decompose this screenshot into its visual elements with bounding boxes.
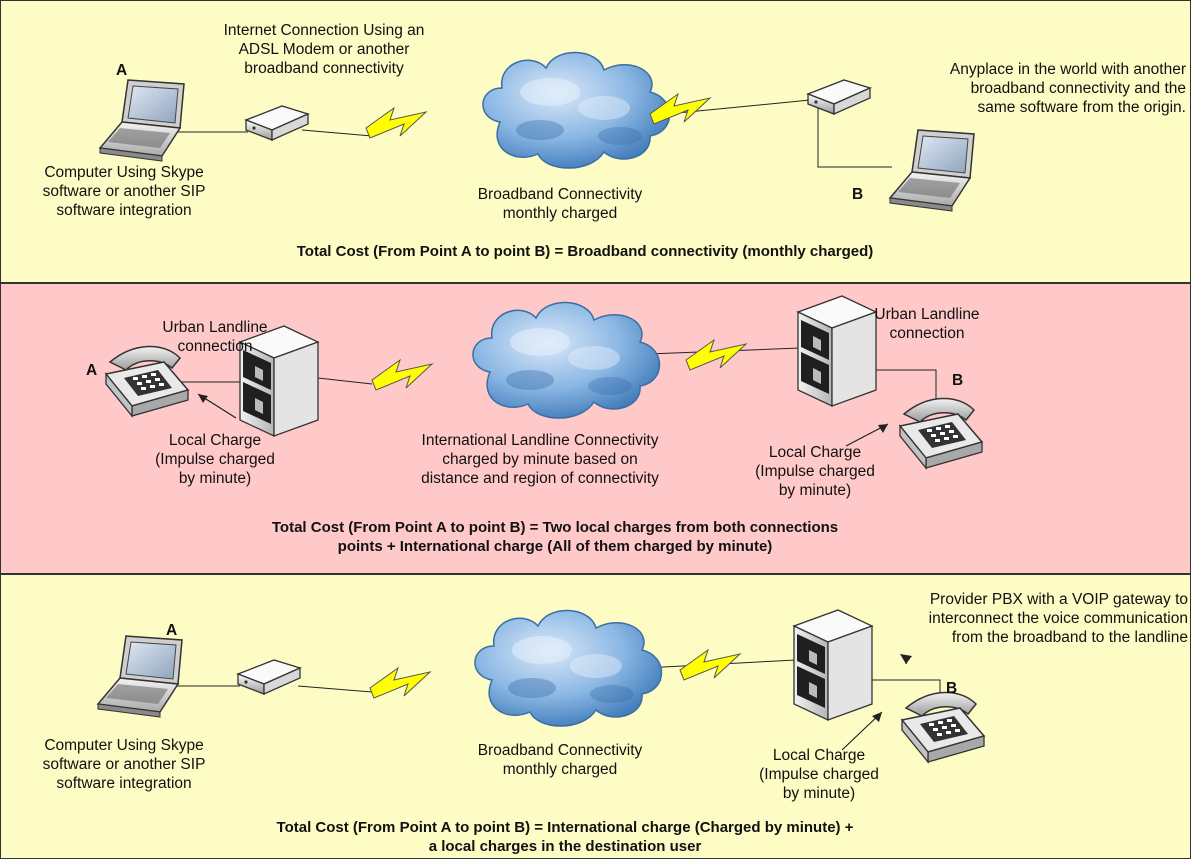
panel-landline [0,283,1191,574]
cable [817,108,892,168]
panel-voip-bg [1,575,1190,858]
panel-internet [0,0,1191,283]
arrowhead [872,712,882,722]
point-a-label: A [86,362,98,379]
point-a-label: A [116,62,128,79]
cloud-icon [482,51,671,169]
total-cost-landline: Total Cost (From Point A to point B) = T… [271,519,839,555]
pbx-server-icon [793,609,873,721]
cloud-icon [472,301,661,419]
point-b-label: B [952,372,964,389]
cloud-icon [474,609,663,727]
arrowhead [198,394,208,403]
cable [872,369,937,410]
cable [297,685,373,693]
cable [317,377,373,385]
point-b-label: B [852,186,864,203]
point-a-label: A [166,622,178,639]
total-cost-voip: Total Cost (From Point A to point B) = I… [276,819,854,855]
arrowhead [878,424,888,433]
cable [301,129,373,137]
point-b-label: B [946,680,958,697]
arrowhead [900,654,912,664]
total-cost-internet: Total Cost (From Point A to point B) = B… [296,243,874,260]
